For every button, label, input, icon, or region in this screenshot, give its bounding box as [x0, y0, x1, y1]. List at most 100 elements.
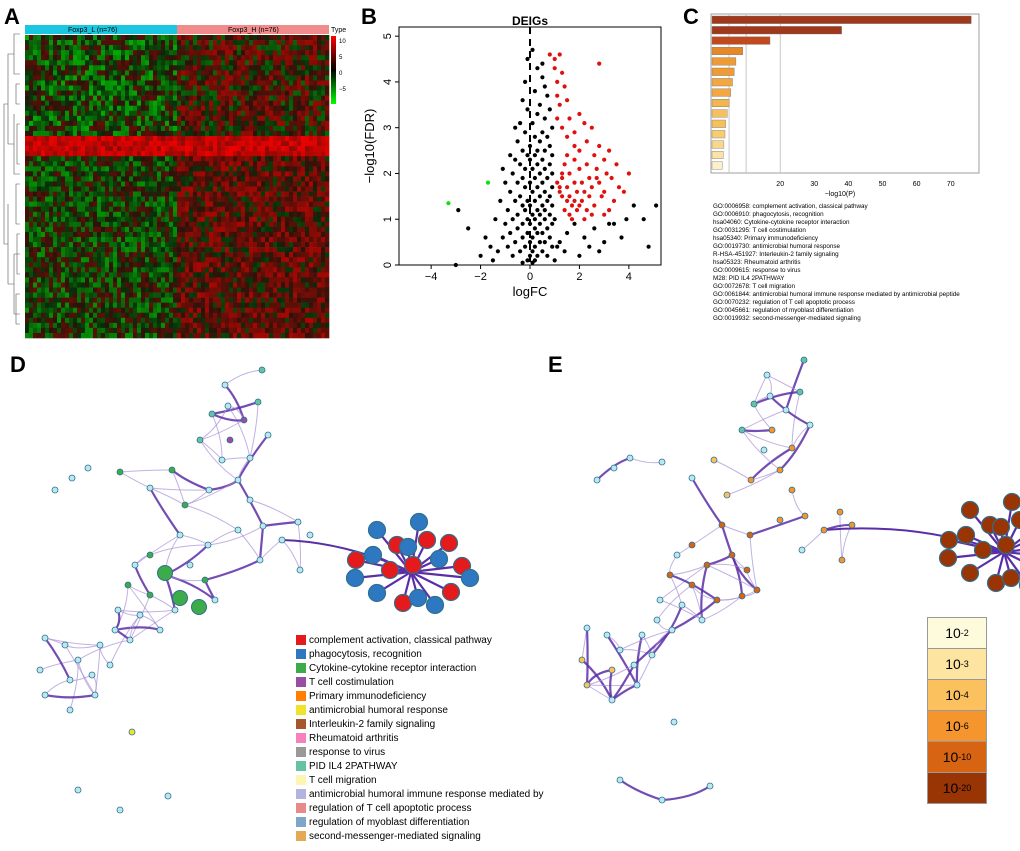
heatmap-cell [277, 282, 282, 288]
heatmap-cell [177, 35, 182, 41]
heatmap-cell [109, 50, 114, 56]
heatmap-cell [249, 80, 254, 86]
heatmap-cell [85, 65, 90, 71]
heatmap-cell [109, 105, 114, 112]
bar-x-tick-label: 30 [810, 181, 818, 188]
heatmap-cell [229, 327, 234, 334]
heatmap-cell [33, 100, 38, 106]
heatmap-cell [241, 322, 246, 329]
heatmap-cell [61, 50, 66, 56]
heatmap-cell [201, 206, 206, 213]
heatmap-cell [309, 287, 314, 293]
heatmap-cell [85, 45, 90, 51]
heatmap-cell [85, 332, 90, 339]
heatmap-cell [117, 115, 122, 122]
heatmap-cell [49, 231, 54, 238]
volcano-x-tick-label: −2 [474, 271, 487, 283]
heatmap-cell [37, 317, 42, 324]
heatmap-cell [213, 287, 218, 293]
volcano-point [577, 253, 582, 258]
heatmap-cell [305, 130, 310, 137]
heatmap-cell [325, 95, 330, 101]
heatmap-cell [317, 70, 322, 76]
heatmap-cell [321, 75, 326, 81]
heatmap-cell [53, 146, 58, 152]
heatmap-cell [173, 186, 178, 192]
heatmap-cell [101, 231, 106, 238]
heatmap-cell [153, 50, 158, 56]
heatmap-cell [309, 267, 314, 273]
heatmap-cell [57, 201, 62, 207]
heatmap-cell [261, 85, 266, 91]
heatmap-cell [289, 120, 294, 127]
heatmap-cell [265, 302, 270, 308]
heatmap-cell [37, 302, 42, 308]
heatmap-cell [145, 125, 150, 132]
heatmap-cell [209, 141, 214, 147]
heatmap-cell [129, 267, 134, 273]
heatmap-cell [121, 226, 126, 233]
heatmap-cell [273, 221, 278, 228]
heatmap-cell [97, 191, 102, 197]
heatmap-cell [221, 171, 226, 177]
heatmap-cell [45, 100, 50, 106]
heatmap-cell [277, 277, 282, 283]
heatmap-cell [153, 327, 158, 334]
heatmap-cell [81, 35, 86, 41]
heatmap-cell [225, 45, 230, 51]
heatmap-cell [173, 136, 178, 142]
heatmap-cell [325, 231, 330, 238]
heatmap-cell [317, 297, 322, 303]
heatmap-cell [61, 302, 66, 308]
heatmap-cell [165, 287, 170, 293]
volcano-point [530, 189, 535, 194]
heatmap-cell [105, 35, 110, 41]
heatmap-cell [317, 312, 322, 319]
heatmap-cell [37, 221, 42, 228]
heatmap-cell [237, 125, 242, 132]
heatmap-cell [297, 302, 302, 308]
heatmap-cell [145, 216, 150, 223]
heatmap-cell [253, 302, 258, 308]
heatmap-cell [157, 247, 162, 253]
heatmap-cell [201, 226, 206, 233]
heatmap-cell [249, 297, 254, 303]
heatmap-cell [313, 252, 318, 258]
heatmap-cell [97, 297, 102, 303]
heatmap-cell [201, 297, 206, 303]
heatmap-cell [265, 252, 270, 258]
heatmap-cell [161, 55, 166, 61]
heatmap-cell [177, 312, 182, 319]
heatmap-cell [185, 35, 190, 41]
volcano-point [485, 180, 491, 185]
heatmap-cell [181, 146, 186, 152]
heatmap-cell [249, 166, 254, 172]
heatmap-cell [285, 75, 290, 81]
heatmap-cell [213, 231, 218, 238]
heatmap-cell [233, 201, 238, 207]
heatmap-cell [245, 70, 250, 76]
heatmap-cell [269, 75, 274, 81]
heatmap-cell [293, 297, 298, 303]
network-edge [237, 479, 264, 527]
heatmap-cell [69, 327, 74, 334]
heatmap-cell [117, 50, 122, 56]
network-edge [117, 609, 176, 613]
heatmap-cell [45, 201, 50, 207]
heatmap-cell [321, 60, 326, 66]
heatmap-cell [225, 312, 230, 319]
heatmap-cell [41, 151, 46, 157]
heatmap-cell [37, 211, 42, 218]
heatmap-cell [189, 292, 194, 298]
heatmap-cell [189, 201, 194, 207]
heatmap-cell [97, 242, 102, 248]
heatmap-cell [125, 120, 130, 127]
heatmap-cell [101, 161, 106, 167]
heatmap-cell [53, 166, 58, 172]
heatmap-cell [57, 287, 62, 293]
heatmap-cell [321, 40, 326, 46]
heatmap-cell [253, 55, 258, 61]
volcano-point [611, 198, 617, 203]
volcano-point [572, 143, 577, 149]
heatmap-cell [89, 307, 94, 314]
